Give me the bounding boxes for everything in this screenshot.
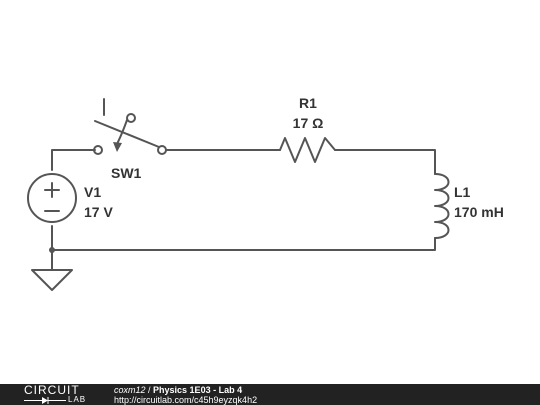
logo-circuit-icon [24,397,66,404]
footer-project-line: coxm12 / Physics 1E03 - Lab 4 [114,385,242,395]
source-name-label: V1 [84,184,101,200]
logo-wordmark-bottom: LAB [68,395,87,404]
switch-left-terminal [93,145,103,155]
circuitlab-logo[interactable]: CIRCUIT LAB [24,383,94,405]
circuit-schematic: SW1 R1 17 Ω V1 17 V L1 170 mH [27,95,504,291]
footer-url[interactable]: http://circuitlab.com/c45h9eyzqk4h2 [114,395,258,405]
inductor-l1[interactable] [434,173,450,239]
wire-resistor-to-inductor [334,149,436,175]
logo-wordmark-top: CIRCUIT [24,383,80,397]
source-value-label: 17 V [84,204,113,220]
voltage-source-v1[interactable] [27,173,77,223]
footer-separator: / [145,385,154,395]
resistor-r1[interactable] [279,137,336,163]
resistor-value-label: 17 Ω [293,115,324,131]
switch-blade [94,120,160,148]
footer-user[interactable]: coxm12 [114,385,146,395]
switch-arrowhead [113,142,122,152]
footer-project-title[interactable]: Physics 1E03 - Lab 4 [153,385,243,395]
switch-top-terminal [126,113,136,123]
switch-arrow [116,119,128,145]
resistor-name-label: R1 [299,95,317,111]
wire-source-to-switch [51,149,96,171]
ground-symbol [31,249,73,291]
footer-bar: CIRCUIT LAB coxm12 / Physics 1E03 - Lab … [0,384,540,405]
switch-name-label: SW1 [111,165,142,181]
source-circle [27,173,77,223]
inductor-name-label: L1 [454,184,471,200]
wire-bottom [51,225,436,251]
switch-sw1[interactable] [93,98,167,155]
inductor-value-label: 170 mH [454,204,504,220]
